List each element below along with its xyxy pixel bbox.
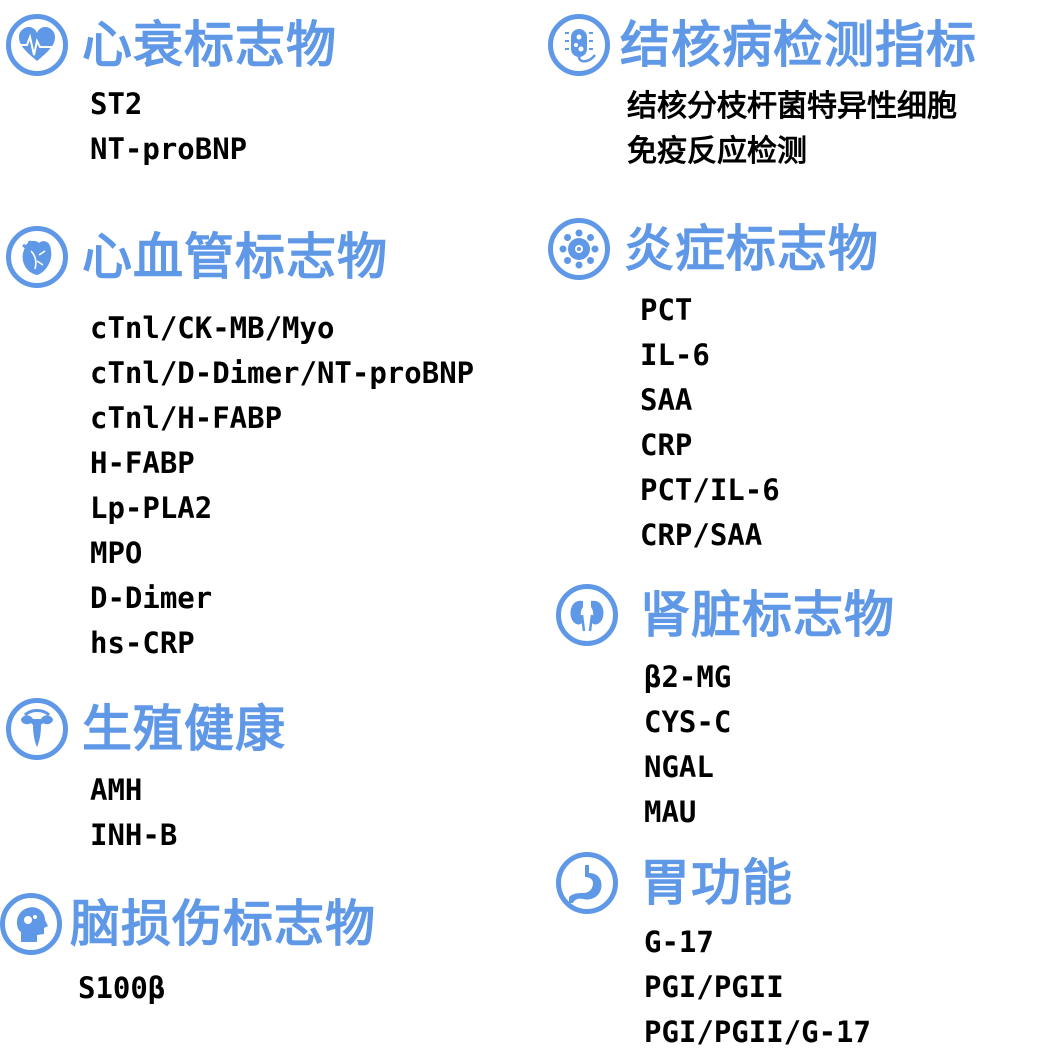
list-item: H-FABP	[90, 446, 195, 480]
list-item: CRP	[640, 428, 693, 462]
list-item: MPO	[90, 536, 143, 570]
item-list: G-17 PGI/PGII PGI/PGII/G-17	[644, 920, 871, 1055]
list-item: 结核分枝杆菌特异性细胞	[627, 89, 957, 124]
list-item: CYS-C	[644, 705, 732, 739]
section-title: 心衰标志物	[82, 16, 337, 74]
section-header: 心衰标志物	[6, 14, 337, 76]
section-title: 生殖健康	[82, 700, 286, 758]
list-item: Lp-PLA2	[90, 491, 213, 525]
list-item: S100β	[78, 971, 166, 1005]
head-brain-icon	[0, 893, 62, 955]
item-list: AMH INH-B	[90, 768, 177, 858]
list-item: NT-proBNP	[90, 132, 248, 166]
virus-icon	[548, 218, 610, 280]
list-item: hs-CRP	[90, 626, 195, 660]
list-item: PGI/PGII	[644, 970, 784, 1004]
section-header: 肾脏标志物	[556, 584, 895, 646]
section-title: 肾脏标志物	[640, 586, 895, 644]
section-header: 生殖健康	[6, 698, 286, 760]
list-item: cTnl/H-FABP	[90, 401, 283, 435]
item-list: S100β	[78, 966, 165, 1011]
section-header: 胃功能	[556, 852, 793, 914]
section-title: 炎症标志物	[624, 220, 879, 278]
section-header: 炎症标志物	[548, 218, 879, 280]
item-list: cTnl/CK-MB/Myo cTnl/D-Dimer/NT-proBNP cT…	[90, 306, 474, 666]
list-item: 免疫反应检测	[627, 134, 807, 169]
list-item: INH-B	[90, 818, 178, 852]
item-list: β2-MG CYS-C NGAL MAU	[644, 655, 731, 835]
section-title: 心血管标志物	[82, 228, 388, 286]
list-item: CRP/SAA	[640, 518, 763, 552]
bacterium-icon	[548, 14, 610, 76]
anatomical-heart-icon	[6, 226, 68, 288]
section-header: 心血管标志物	[6, 226, 388, 288]
list-item: PCT	[640, 293, 693, 327]
list-item: PCT/IL-6	[640, 473, 780, 507]
section-title: 脑损伤标志物	[70, 895, 376, 953]
kidneys-icon	[556, 584, 618, 646]
list-item: IL-6	[640, 338, 710, 372]
item-list: PCT IL-6 SAA CRP PCT/IL-6 CRP/SAA	[640, 288, 780, 558]
list-item: β2-MG	[644, 660, 732, 694]
list-item: cTnl/CK-MB/Myo	[90, 311, 335, 345]
stomach-icon	[556, 852, 618, 914]
list-item: cTnl/D-Dimer/NT-proBNP	[90, 356, 475, 390]
heart-pulse-icon	[6, 14, 68, 76]
item-list: ST2 NT-proBNP	[90, 82, 247, 172]
section-title: 胃功能	[640, 854, 793, 912]
section-title: 结核病检测指标	[620, 16, 977, 74]
list-item: G-17	[644, 925, 714, 959]
list-item: AMH	[90, 773, 143, 807]
list-item: ST2	[90, 87, 143, 121]
list-item: NGAL	[644, 750, 714, 784]
list-item: D-Dimer	[90, 581, 213, 615]
list-item: PGI/PGII/G-17	[644, 1015, 871, 1049]
section-header: 结核病检测指标	[548, 14, 977, 76]
list-item: MAU	[644, 795, 697, 829]
section-header: 脑损伤标志物	[0, 893, 376, 955]
item-list: 结核分枝杆菌特异性细胞 免疫反应检测	[627, 84, 957, 174]
list-item: SAA	[640, 383, 693, 417]
uterus-icon	[6, 698, 68, 760]
